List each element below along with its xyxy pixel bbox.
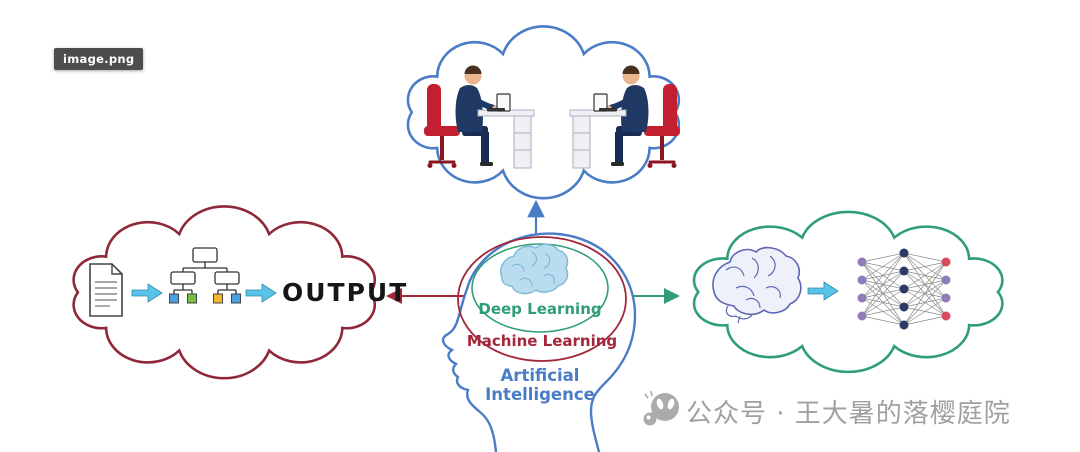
artificial-intelligence-label: Artificial Intelligence [485,366,595,404]
small-brain-icon [500,243,569,295]
deep-learning-label: Deep Learning [478,300,602,318]
deep-learning-ring [471,243,609,333]
watermark-text: 公众号 · 王大暑的落樱庭院 [686,399,1011,429]
document-icon [89,263,123,317]
machine-learning-label: Machine Learning [466,332,618,350]
left-cloud [72,205,377,380]
machine-learning-ring [457,236,627,362]
neural-network-icon [857,248,951,330]
top-cloud [406,25,680,200]
wechat-watermark-icon [643,390,679,426]
filename-badge: image.png [54,48,144,70]
right-cloud [692,210,1004,374]
brain-icon [712,246,802,324]
decision-tree-icon [169,247,241,304]
output-label: OUTPUT [282,278,409,307]
head-profile [441,232,637,452]
